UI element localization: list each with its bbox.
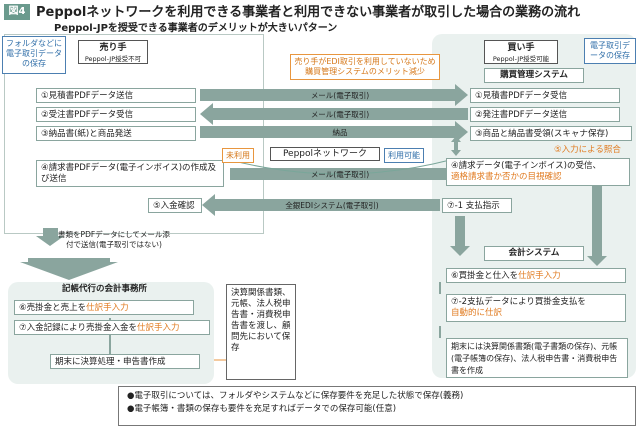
peppol-network-curve	[229, 159, 451, 175]
peppol-network-label: Peppolネットワーク	[270, 147, 380, 161]
arrow-edi	[202, 194, 440, 216]
footer-note-1: ●電子取引については、フォルダやシステムなどに保存要件を充足した状態で保存(義務…	[127, 391, 464, 401]
arrow-to-accounting	[20, 258, 118, 280]
arrow-label-delivery: 納品	[332, 128, 348, 137]
buyer-role-sub: Peppol-JP授受可能	[492, 55, 550, 63]
peppol-unused-tag: 未利用	[222, 148, 254, 163]
arrow-label-edi: 全銀EDIシステム(電子取引)	[285, 201, 379, 210]
seller-storage-note: フォルダなどに電子取引データの保存	[2, 36, 66, 74]
firm-step-7-highlight: 仕訳手入力	[136, 323, 180, 333]
arrow-buyer-updown	[451, 136, 461, 156]
seller-step-5: ⑤入金確認	[148, 198, 202, 213]
buyer-step-4: ④請求データ(電子インボイス)の受信、 適格請求書か否かの目視確認	[446, 158, 630, 186]
figure-title: Peppolネットワークを利用できる事業者と利用できない事業者が取引した場合の業…	[36, 5, 581, 20]
figure-subtitle: Peppol-JPを授受できる事業者のデメリットが大きいパターン	[54, 23, 338, 34]
footer-note-2: ●電子帳簿・書類の保存も要件を充足すればデータでの保存可能(任意)	[127, 404, 397, 414]
seller-step-4: ④請求書PDFデータ(電子インボイス)の作成及び送信	[36, 160, 224, 187]
seller-role: 売り手 Peppol-JP授受不可	[78, 40, 148, 64]
arrow-label-mail-2: メール(電子取引)	[310, 110, 370, 119]
arrow-mail-2	[200, 103, 468, 125]
buyer-step-1: ①見積書PDFデータ受信	[470, 88, 620, 103]
firm-step-6: ⑥売掛金と売上を仕訳手入力	[14, 300, 194, 315]
seller-step-2: ②受注書PDFデータ受信	[36, 107, 196, 122]
firm-step-6-text: ⑥売掛金と売上を	[19, 303, 87, 313]
arrow-seller-down	[36, 228, 64, 246]
buyer-acct-step-7-2-line2: 自動的に仕訳	[451, 308, 503, 318]
seller-step-1: ①見積書PDFデータ送信	[36, 88, 196, 103]
buyer-storage-note: 電子取引データの保存	[584, 38, 636, 64]
arrow-label-mail-3: メール(電子取引)	[310, 170, 370, 179]
closing-documents-box: 決算関係書類、元帳、法人税申告書・消費税申告書を渡し、顧問先において保存	[226, 284, 296, 380]
buyer-role-title: 買い手	[507, 43, 535, 53]
firm-step-6-highlight: 仕訳手入力	[86, 303, 129, 313]
seller-role-title: 売り手	[99, 43, 127, 53]
buyer-acct-step-7-2: ⑦-2支払データにより買掛金支払を 自動的に仕訳	[446, 294, 626, 322]
buyer-step-2: ②発注書PDFデータ送信	[470, 107, 620, 122]
buyer-acct-step-6: ⑥買掛金と仕入を仕訳手入力	[446, 268, 626, 283]
firm-step-7: ⑦入金記録により売掛金入金を仕訳手入力	[14, 320, 210, 335]
arrow-label-mail-1: メール(電子取引)	[310, 91, 370, 100]
figure-label: 図4	[4, 4, 30, 20]
send-pdf-note: 書類をPDFデータにしてメール添付で送信(電子取引ではない)	[58, 230, 170, 249]
buyer-step-4-line1: ④請求データ(電子インボイス)の受信、	[451, 161, 601, 171]
arrow-buyer-to-acct-2	[587, 186, 607, 266]
buyer-step-7-1: ⑦-1 支払指示	[442, 198, 512, 213]
buyer-acct-step-6-text: ⑥買掛金と仕入を	[451, 271, 519, 281]
buyer-step-4-line2: 適格請求書か否かの目視確認	[451, 172, 562, 182]
peppol-available-tag: 利用可能	[384, 148, 424, 163]
buyer-step-3: ③商品と納品書受領(スキャナ保存)	[470, 126, 632, 141]
buyer-acct-step-7-2-line1: ⑦-2支払データにより買掛金支払を	[451, 297, 586, 307]
buyer-acct-system: 会計システム	[484, 246, 584, 261]
firm-step-end: 期末に決算処理・申告書作成	[50, 354, 200, 369]
arrow-mail-1	[200, 84, 468, 106]
buyer-acct-step-6-highlight: 仕訳手入力	[518, 271, 561, 281]
buyer-mgmt-system: 購買管理システム	[484, 68, 584, 83]
seller-step-3: ③納品書(紙)と商品発送	[36, 126, 196, 141]
buyer-edi-note: 売り手がEDI取引を利用していないため購買管理システムのメリット減少	[290, 54, 440, 80]
seller-role-sub: Peppol-JP授受不可	[84, 55, 142, 63]
arrow-buyer-to-acct-1	[450, 216, 470, 256]
buyer-acct-year-end: 期末には決算関係書類(電子書類の保存)、元帳(電子帳簿の保存)、法人税申告書・消…	[446, 338, 628, 378]
footer-notes: ●電子取引については、フォルダやシステムなどに保存要件を充足した状態で保存(義務…	[118, 386, 636, 426]
accounting-firm-title: 記帳代行の会計事務所	[62, 284, 148, 294]
buyer-role: 買い手 Peppol-JP授受可能	[484, 40, 558, 64]
buyer-step-5: ⑤入力による照合	[554, 145, 621, 155]
arrow-delivery	[200, 121, 468, 143]
firm-step-7-text: ⑦入金記録により売掛金入金を	[19, 323, 137, 333]
